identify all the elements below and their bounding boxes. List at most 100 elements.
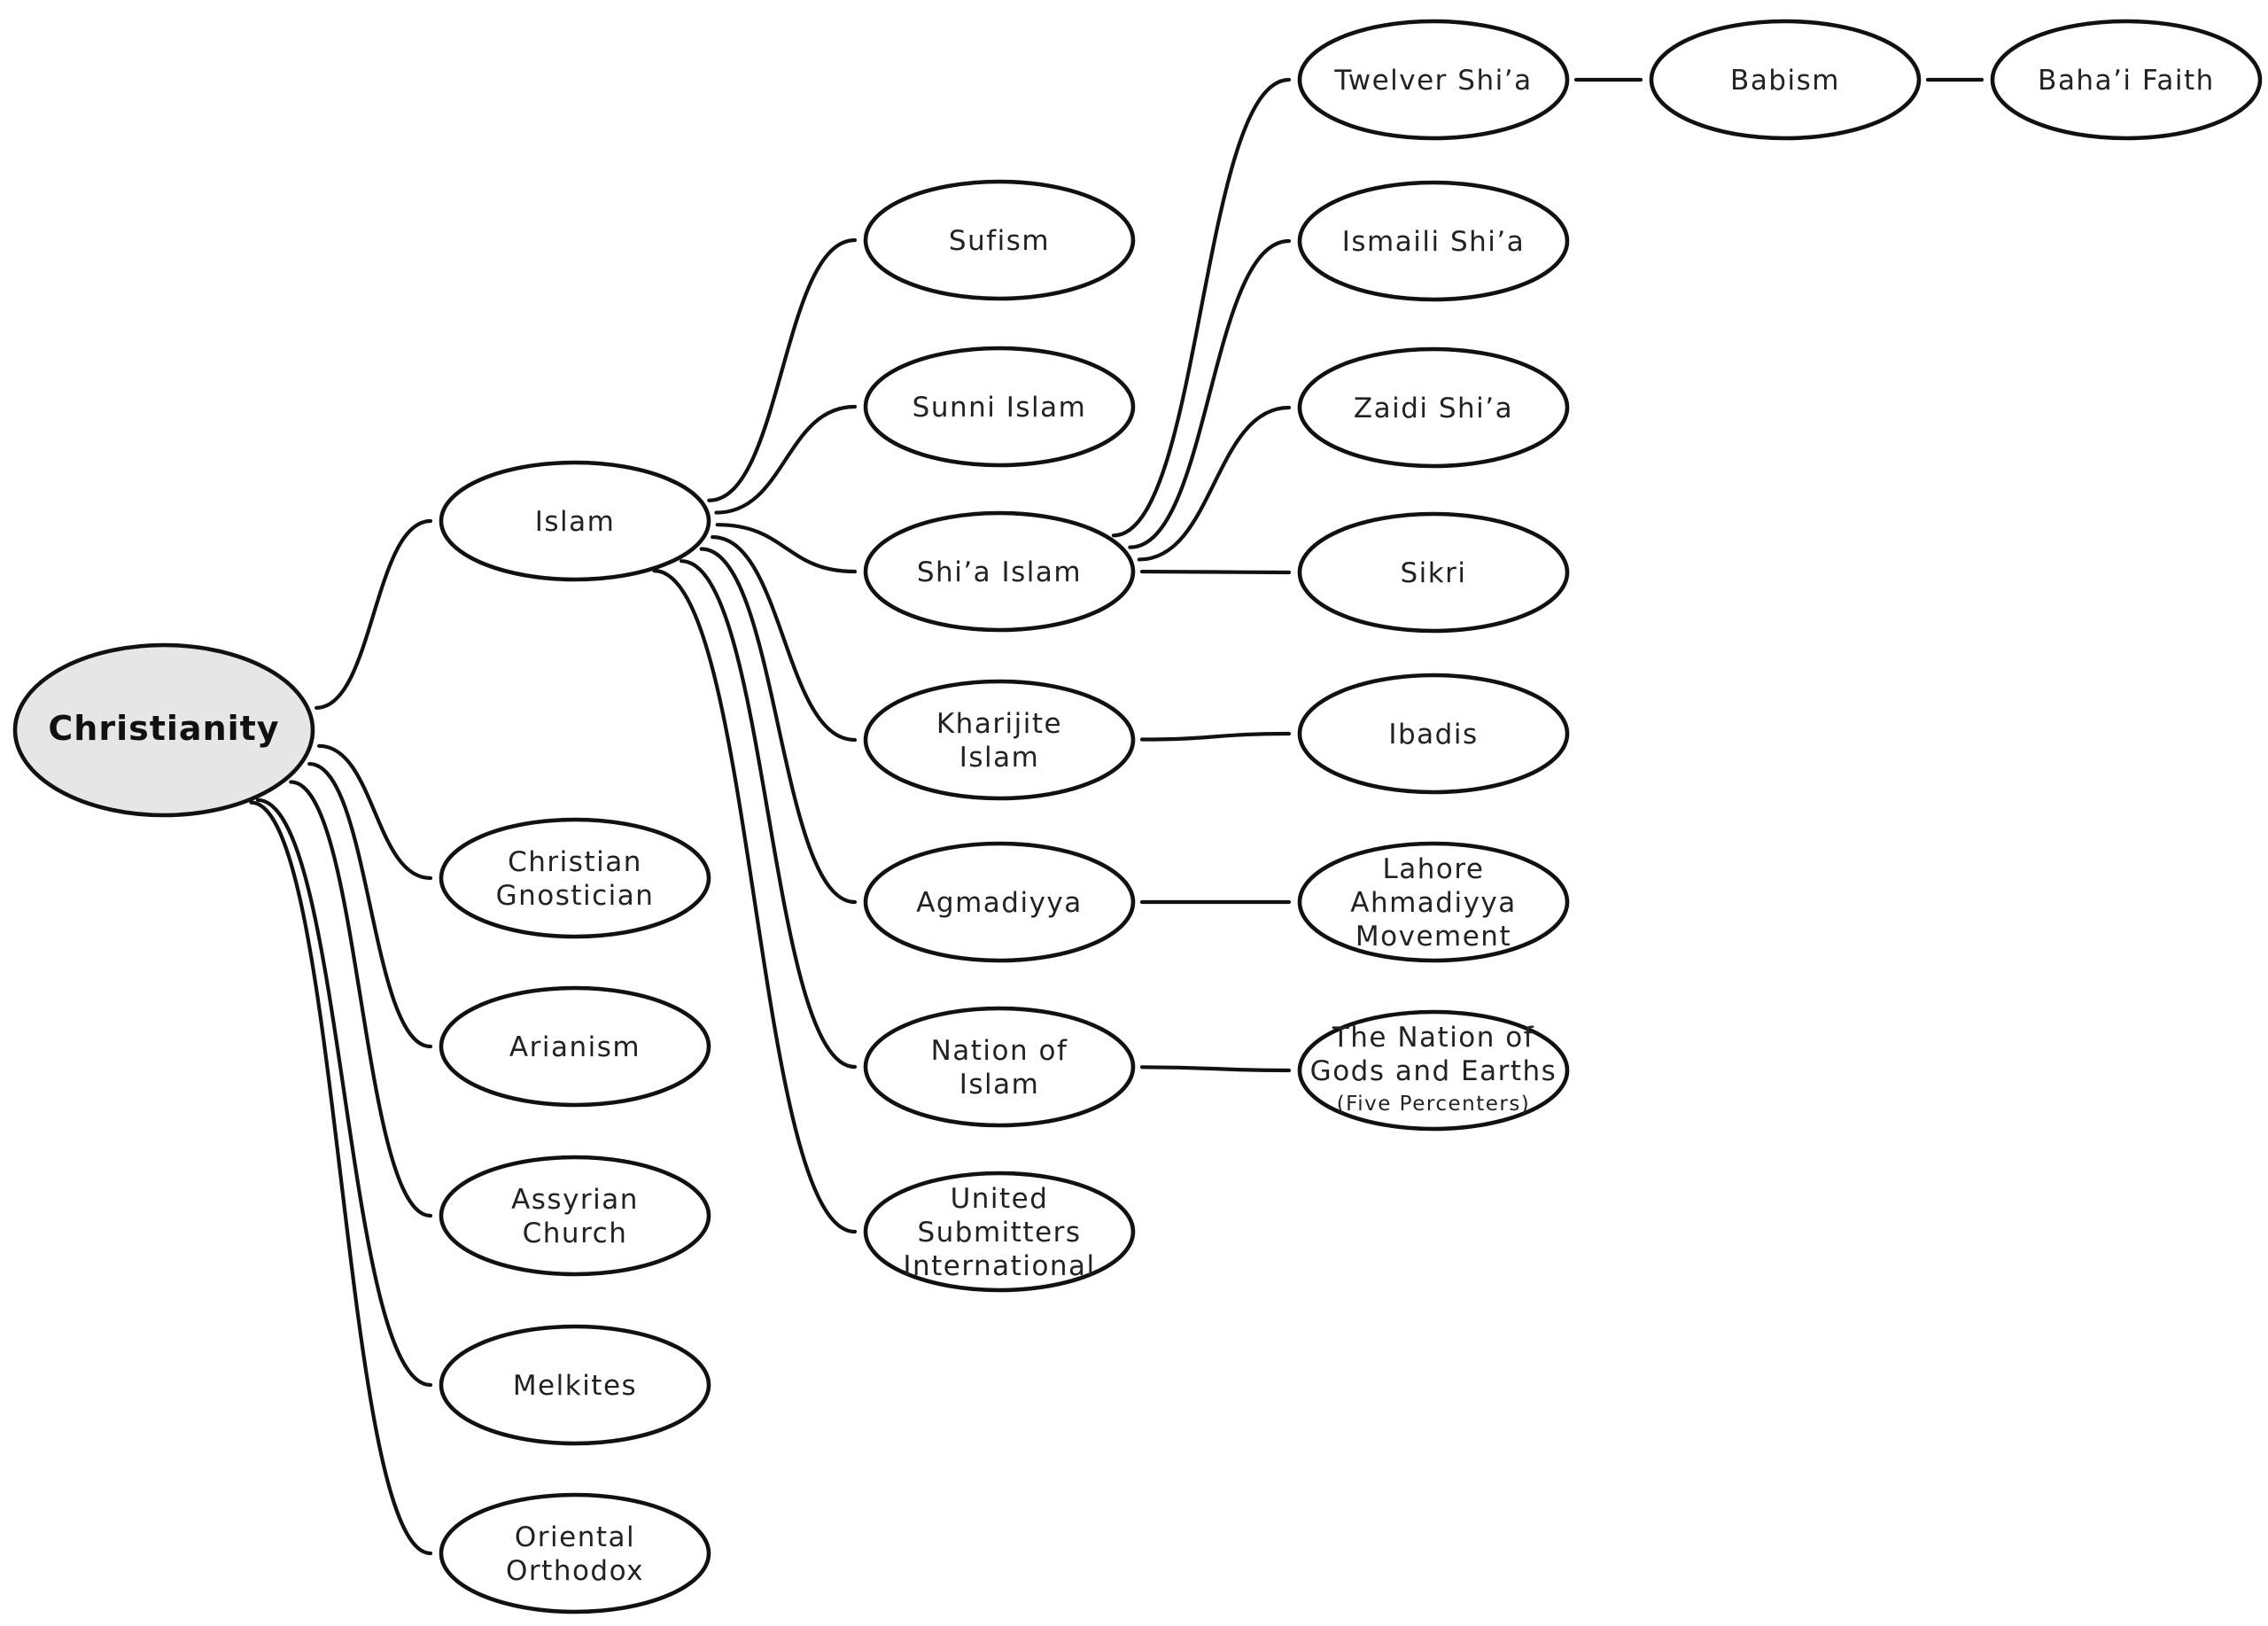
node-twelver-shia: Twelver Shi’a xyxy=(1297,19,1570,141)
node-sikri: Sikri xyxy=(1297,511,1570,634)
node-agmadiyya: Agmadiyya xyxy=(863,841,1136,963)
node-ellipse-kharijite-islam xyxy=(863,679,1136,801)
edge-christianity-to-oriental-orthodox xyxy=(249,800,433,1556)
node-label-line-nation-of-gods-2: (Five Percenters) xyxy=(1337,1093,1531,1116)
node-label-line-nation-of-islam-0: Nation of xyxy=(931,1035,1068,1067)
node-label-line-christian-gnostician-0: Christian xyxy=(508,846,642,878)
node-label-christianity: Christianity xyxy=(48,709,279,748)
node-ellipse-bahai-faith xyxy=(1990,19,2263,141)
edge-islam-to-united-submitters xyxy=(652,569,858,1234)
node-label-line-oriental-orthodox-0: Oriental xyxy=(515,1521,635,1553)
node-label-line-islam-0: Islam xyxy=(535,506,616,538)
edge-shia-islam-to-ismaili-shia xyxy=(1128,238,1292,549)
node-label-line-nation-of-gods-1: Gods and Earths xyxy=(1310,1055,1557,1087)
node-label-line-christianity-0: Christianity xyxy=(48,709,279,748)
node-bahai-faith: Baha’i Faith xyxy=(1990,19,2263,141)
node-label-line-ibadis-0: Ibadis xyxy=(1388,719,1478,751)
node-ellipse-oriental-orthodox xyxy=(439,1492,711,1614)
node-label-line-sikri-0: Sikri xyxy=(1400,557,1466,589)
node-ellipse-assyrian-church xyxy=(439,1155,711,1277)
node-zaidi-shia: Zaidi Shi’a xyxy=(1297,346,1570,469)
node-ellipse-ismaili-shia xyxy=(1297,180,1570,302)
edge-islam-to-kharijite-islam xyxy=(711,535,858,743)
node-christianity: Christianity xyxy=(12,642,315,818)
node-ellipse-sufism xyxy=(863,179,1136,301)
node-label-babism: Babism xyxy=(1730,65,1840,97)
node-ellipse-islam xyxy=(439,460,711,582)
node-label-line-bahai-faith-0: Baha’i Faith xyxy=(2038,65,2215,97)
node-ellipse-nation-of-gods xyxy=(1297,1009,1570,1132)
node-label-line-zaidi-shia-0: Zaidi Shi’a xyxy=(1354,393,1513,424)
node-label-line-nation-of-islam-1: Islam xyxy=(959,1069,1040,1101)
node-label-line-kharijite-islam-0: Kharijite xyxy=(936,708,1062,740)
node-ellipse-sikri xyxy=(1297,511,1570,634)
node-babism: Babism xyxy=(1649,19,1922,141)
node-shia-islam: Shi’a Islam xyxy=(863,510,1136,633)
node-label-sikri: Sikri xyxy=(1400,557,1466,589)
node-ellipse-nation-of-islam xyxy=(863,1006,1136,1128)
node-label-line-assyrian-church-0: Assyrian xyxy=(511,1184,639,1216)
edge-christianity-to-islam xyxy=(315,518,433,710)
node-label-line-united-submitters-1: Submitters xyxy=(917,1217,1081,1249)
node-label-line-arianism-0: Arianism xyxy=(509,1031,641,1063)
node-label-shia-islam: Shi’a Islam xyxy=(917,556,1082,588)
node-ellipse-twelver-shia xyxy=(1297,19,1570,141)
node-label-line-christian-gnostician-1: Gnostician xyxy=(496,880,655,912)
node-label-line-lahore-ahmadiyya-1: Ahmadiyya xyxy=(1350,887,1517,919)
edge-kharijite-islam-to-ibadis xyxy=(1139,731,1292,742)
node-arianism: Arianism xyxy=(439,985,711,1108)
edge-christianity-to-melkites xyxy=(255,797,433,1388)
node-label-islam: Islam xyxy=(535,506,616,538)
node-ellipse-zaidi-shia xyxy=(1297,346,1570,469)
node-label-line-sunni-islam-0: Sunni Islam xyxy=(913,392,1087,424)
node-islam: Islam xyxy=(439,460,711,582)
node-label-zaidi-shia: Zaidi Shi’a xyxy=(1354,393,1513,424)
node-ellipse-united-submitters xyxy=(863,1171,1136,1293)
edge-christianity-to-arianism xyxy=(307,761,433,1049)
node-ellipse-babism xyxy=(1649,19,1922,141)
node-label-agmadiyya: Agmadiyya xyxy=(916,887,1083,919)
node-label-sufism: Sufism xyxy=(949,225,1050,257)
node-ellipse-ibadis xyxy=(1297,673,1570,795)
edge-shia-islam-to-twelver-shia xyxy=(1111,77,1292,538)
node-ellipse-sunni-islam xyxy=(863,346,1136,468)
node-label-line-babism-0: Babism xyxy=(1730,65,1840,97)
edge-nation-of-islam-to-nation-of-gods xyxy=(1139,1065,1292,1073)
node-label-line-lahore-ahmadiyya-0: Lahore xyxy=(1382,853,1484,885)
node-label-twelver-shia: Twelver Shi’a xyxy=(1333,65,1532,97)
node-ismaili-shia: Ismaili Shi’a xyxy=(1297,180,1570,302)
edge-islam-to-shia-islam xyxy=(715,523,858,574)
node-label-line-agmadiyya-0: Agmadiyya xyxy=(916,887,1083,919)
edge-christianity-to-assyrian-church xyxy=(289,780,433,1218)
node-label-line-ismaili-shia-0: Ismaili Shi’a xyxy=(1342,226,1525,258)
node-label-arianism: Arianism xyxy=(509,1031,641,1063)
node-ibadis: Ibadis xyxy=(1297,673,1570,795)
node-label-sunni-islam: Sunni Islam xyxy=(913,392,1087,424)
node-label-line-twelver-shia-0: Twelver Shi’a xyxy=(1333,65,1532,97)
edge-christianity-to-christian-gnostician xyxy=(316,743,433,881)
node-label-line-assyrian-church-1: Church xyxy=(523,1218,628,1249)
node-label-line-united-submitters-2: International xyxy=(903,1250,1095,1282)
node-label-line-lahore-ahmadiyya-2: Movement xyxy=(1355,921,1511,953)
node-sufism: Sufism xyxy=(863,179,1136,301)
edge-islam-to-sufism xyxy=(707,237,858,502)
node-label-line-sufism-0: Sufism xyxy=(949,225,1050,257)
node-ellipse-agmadiyya xyxy=(863,841,1136,963)
